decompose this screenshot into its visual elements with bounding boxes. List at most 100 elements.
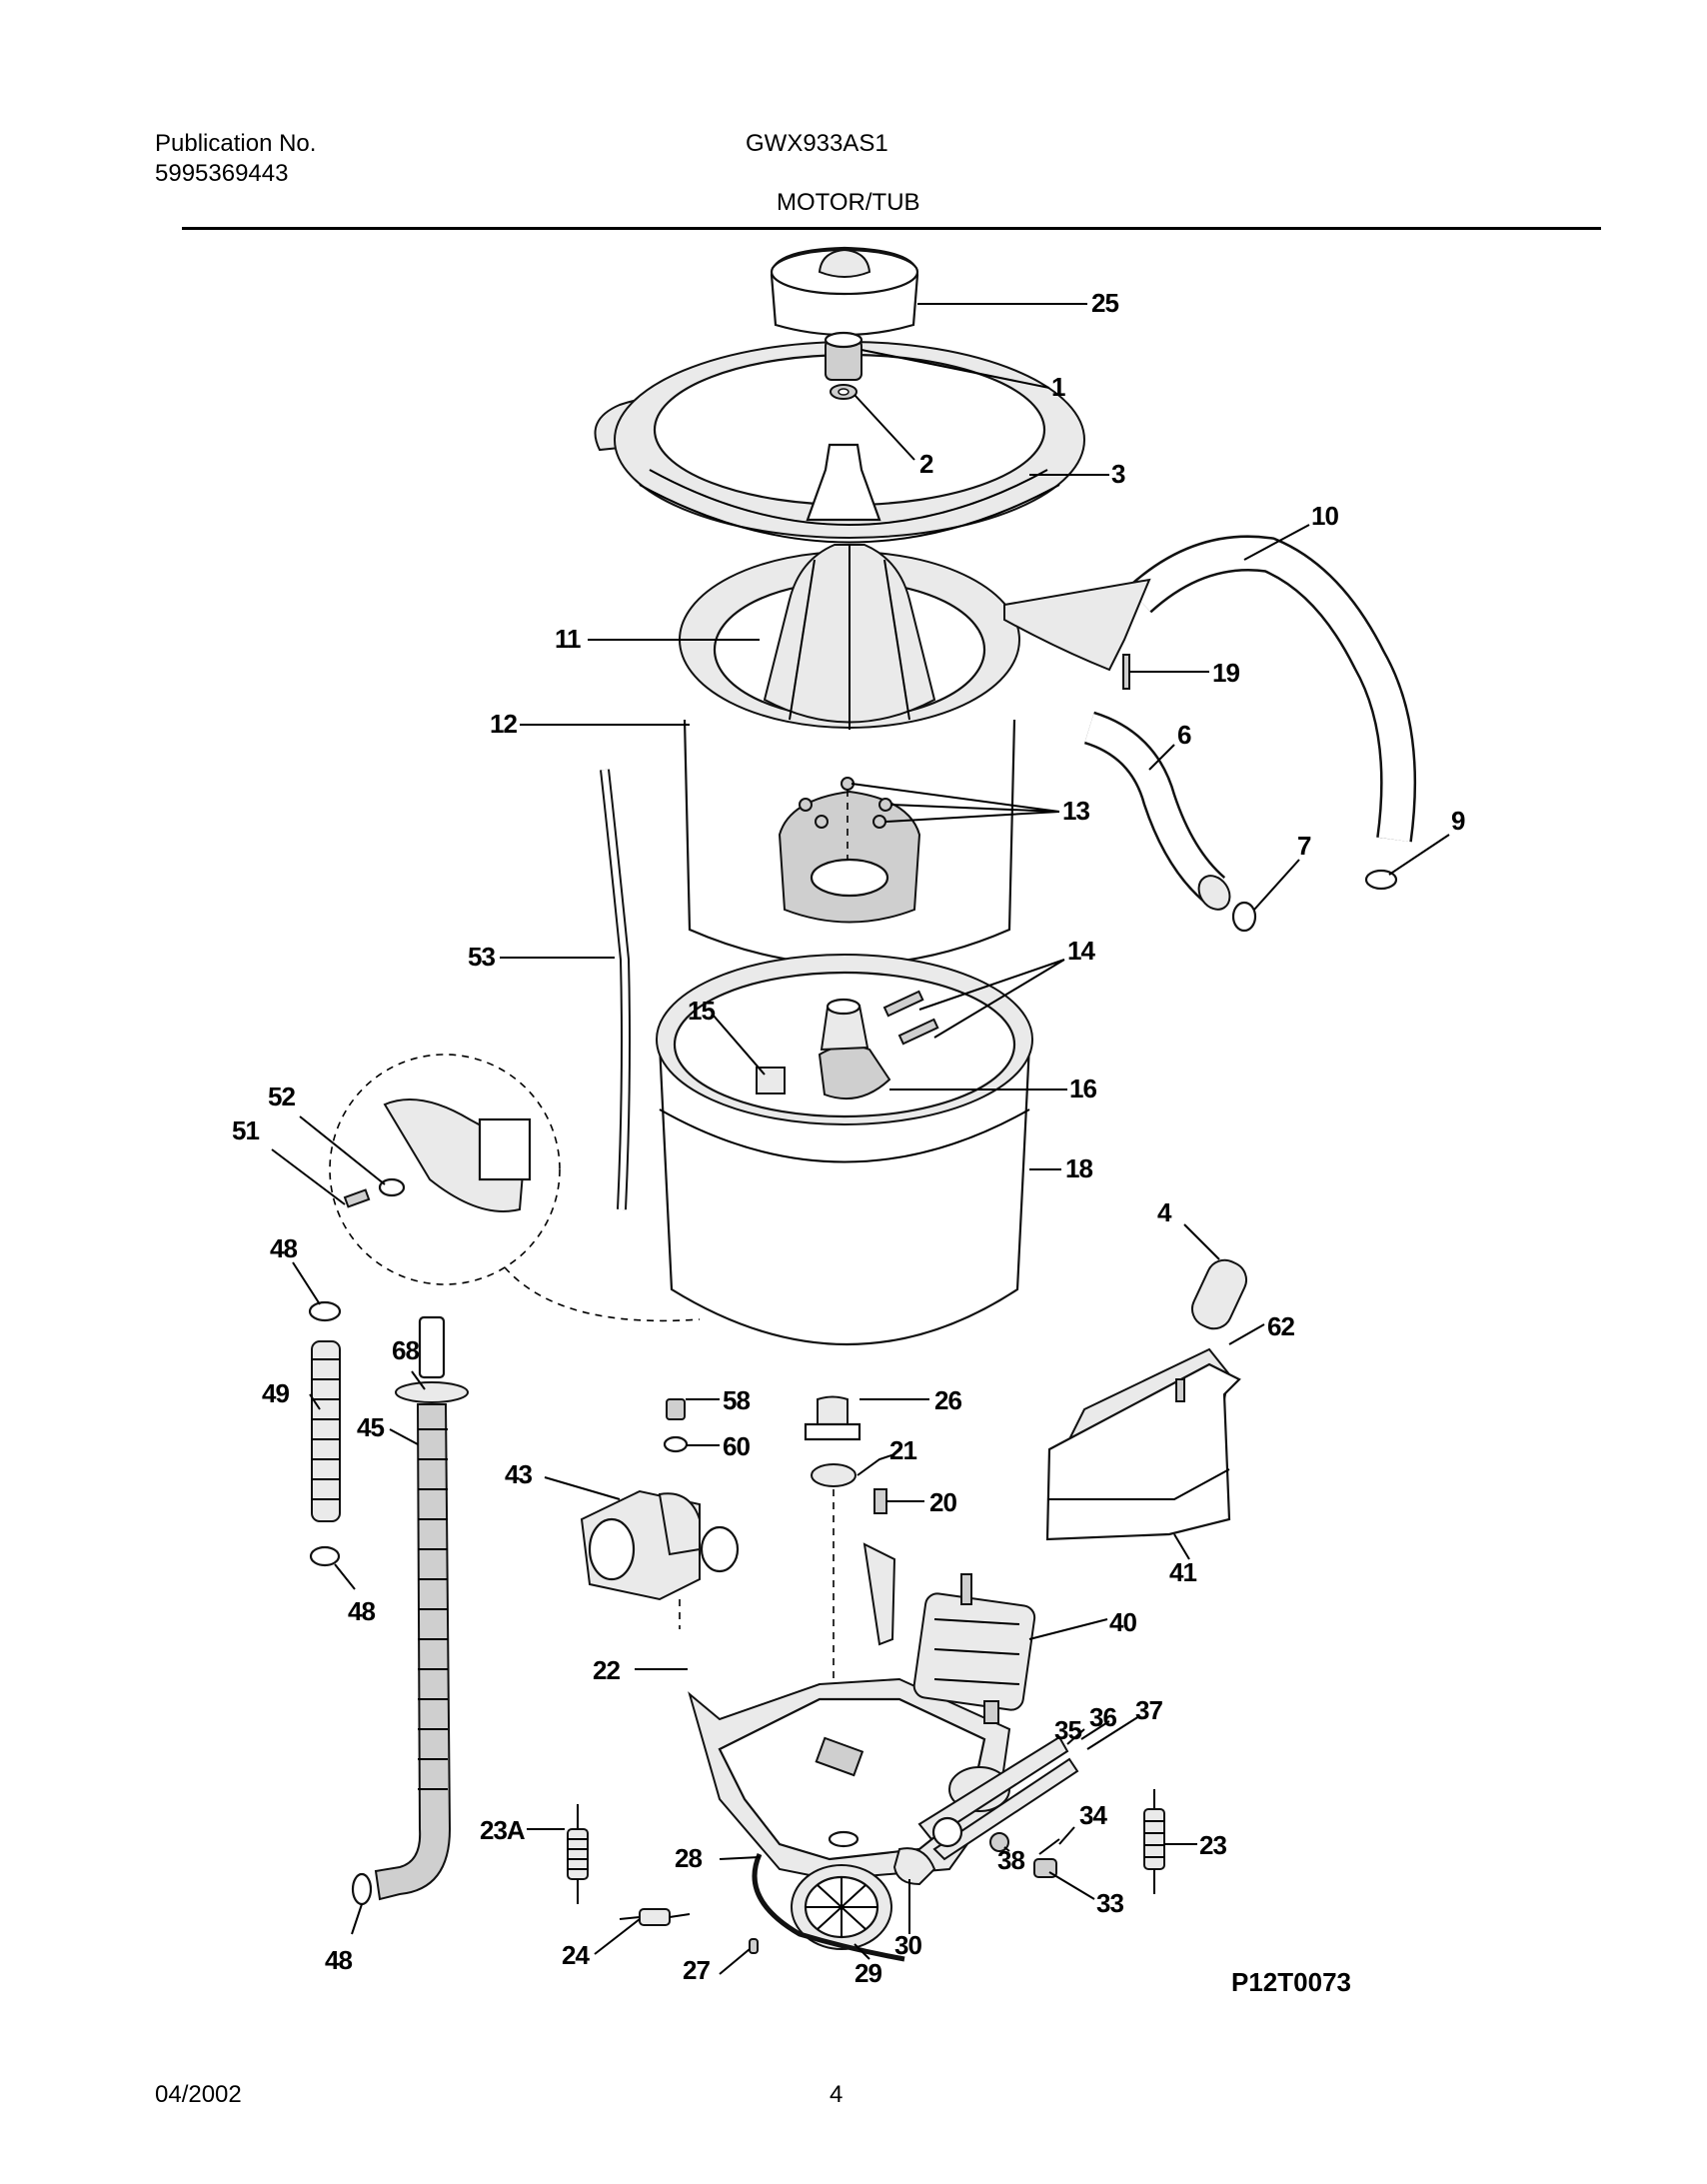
callout-45: 45 <box>357 1412 384 1442</box>
part-screw-19 <box>1122 654 1130 690</box>
callout-7: 7 <box>1297 831 1311 861</box>
callout-60: 60 <box>723 1431 750 1461</box>
callout-33: 33 <box>1096 1888 1123 1918</box>
section-title: MOTOR/TUB <box>777 189 920 216</box>
callout-27: 27 <box>683 1955 710 1985</box>
part-38 <box>989 1832 1009 1852</box>
part-spring-23a <box>567 1804 589 1904</box>
callout-19: 19 <box>1212 658 1239 688</box>
publication-number: 5995369443 <box>155 160 289 187</box>
callout-28: 28 <box>675 1843 702 1873</box>
callout-11: 11 <box>555 624 581 654</box>
callout-52: 52 <box>268 1082 295 1111</box>
callout-43: 43 <box>505 1459 532 1489</box>
callout-34: 34 <box>1079 1800 1107 1830</box>
callout-41: 41 <box>1169 1557 1196 1587</box>
part-screws-13 <box>799 777 892 860</box>
callout-22: 22 <box>593 1655 620 1685</box>
callout-26: 26 <box>934 1385 961 1415</box>
part-spring-23 <box>1143 1789 1165 1894</box>
callout-14: 14 <box>1067 936 1095 966</box>
callout-25: 25 <box>1091 288 1118 318</box>
callout-30: 30 <box>894 1930 921 1960</box>
callout-10: 10 <box>1311 501 1338 531</box>
page-number: 4 <box>830 2081 844 2108</box>
callout-1: 1 <box>1051 372 1065 402</box>
publication-label: Publication No. <box>155 130 317 157</box>
part-screw-62 <box>1175 1378 1185 1402</box>
part-cover-41 <box>1045 1347 1241 1541</box>
part-collar-68 <box>395 1381 469 1403</box>
callout-51: 51 <box>232 1115 259 1145</box>
callout-6: 6 <box>1177 720 1191 750</box>
part-33-34 <box>1033 1838 1060 1878</box>
callout-62: 62 <box>1267 1311 1294 1341</box>
part-27 <box>749 1938 759 1954</box>
part-drain-hose-45 <box>374 1315 452 1901</box>
callout-24: 24 <box>562 1940 590 1970</box>
part-bearing-26 <box>804 1395 861 1441</box>
part-linkage-35-36-37 <box>917 1735 1079 1861</box>
callout-15: 15 <box>688 996 715 1026</box>
callout-4: 4 <box>1157 1197 1172 1227</box>
leader-lines <box>271 303 1450 1975</box>
part-washer-60 <box>663 1435 689 1453</box>
part-pump-43 <box>580 1489 740 1629</box>
callout-29: 29 <box>854 1958 881 1988</box>
part-agitator-shaft-top <box>806 443 881 522</box>
part-capacitor-4 <box>1191 1258 1247 1330</box>
callout-3: 3 <box>1111 459 1125 489</box>
detail-inset <box>329 1054 701 1322</box>
part-seal-bearing <box>818 998 891 1100</box>
part-clamp-48-mid <box>309 1545 341 1567</box>
callout-36: 36 <box>1089 1702 1116 1732</box>
callout-58: 58 <box>723 1385 750 1415</box>
part-pulley-29 <box>791 1864 892 1950</box>
header-rule <box>182 227 1601 230</box>
callout-53: 53 <box>468 942 495 972</box>
part-bolts-14 <box>882 990 939 1046</box>
drawing-code: P12T0073 <box>1231 1967 1351 1997</box>
part-hose-10 <box>1003 535 1417 843</box>
part-screw-58 <box>666 1398 686 1420</box>
footer-date: 04/2002 <box>155 2081 242 2108</box>
callout-48-top: 48 <box>270 1233 297 1263</box>
part-clamp-7 <box>1231 901 1257 933</box>
part-screw-20 <box>873 1488 887 1514</box>
callout-37: 37 <box>1135 1695 1162 1725</box>
callout-21: 21 <box>889 1435 916 1465</box>
part-tub-cover <box>594 341 1085 544</box>
callout-13: 13 <box>1062 796 1089 826</box>
callout-20: 20 <box>929 1487 956 1517</box>
callout-labels: 25 1 2 3 10 19 6 7 9 11 12 13 14 15 16 1… <box>232 288 1466 1988</box>
part-clamp-48-top <box>308 1300 342 1322</box>
part-agitator-nut <box>824 331 863 381</box>
callout-23a: 23A <box>480 1815 526 1845</box>
callout-2: 2 <box>919 449 933 479</box>
part-clamp-9 <box>1364 869 1398 891</box>
part-agitator-cap <box>770 246 919 337</box>
callout-49: 49 <box>262 1378 289 1408</box>
part-seal-21 <box>811 1463 856 1487</box>
part-hose-49 <box>311 1340 341 1522</box>
part-motor-40 <box>912 1573 1036 1724</box>
callout-48-bottom: 48 <box>325 1945 352 1975</box>
callout-23: 23 <box>1199 1830 1226 1860</box>
callout-48-mid: 48 <box>348 1596 375 1626</box>
callout-38: 38 <box>997 1845 1024 1875</box>
part-hose-6 <box>1083 711 1231 911</box>
part-basket <box>679 544 1020 967</box>
callout-35: 35 <box>1054 1715 1081 1745</box>
part-30 <box>892 1847 936 1886</box>
part-spring-24 <box>619 1908 691 1926</box>
callout-9: 9 <box>1451 806 1465 836</box>
callout-16: 16 <box>1069 1074 1096 1103</box>
part-clamp-48-bottom <box>351 1872 373 1906</box>
model-number: GWX933AS1 <box>746 130 888 157</box>
part-belt-28 <box>752 1852 905 1962</box>
callout-12: 12 <box>490 709 517 739</box>
part-washer <box>830 384 857 400</box>
callout-40: 40 <box>1109 1607 1136 1637</box>
callout-68: 68 <box>392 1335 419 1365</box>
